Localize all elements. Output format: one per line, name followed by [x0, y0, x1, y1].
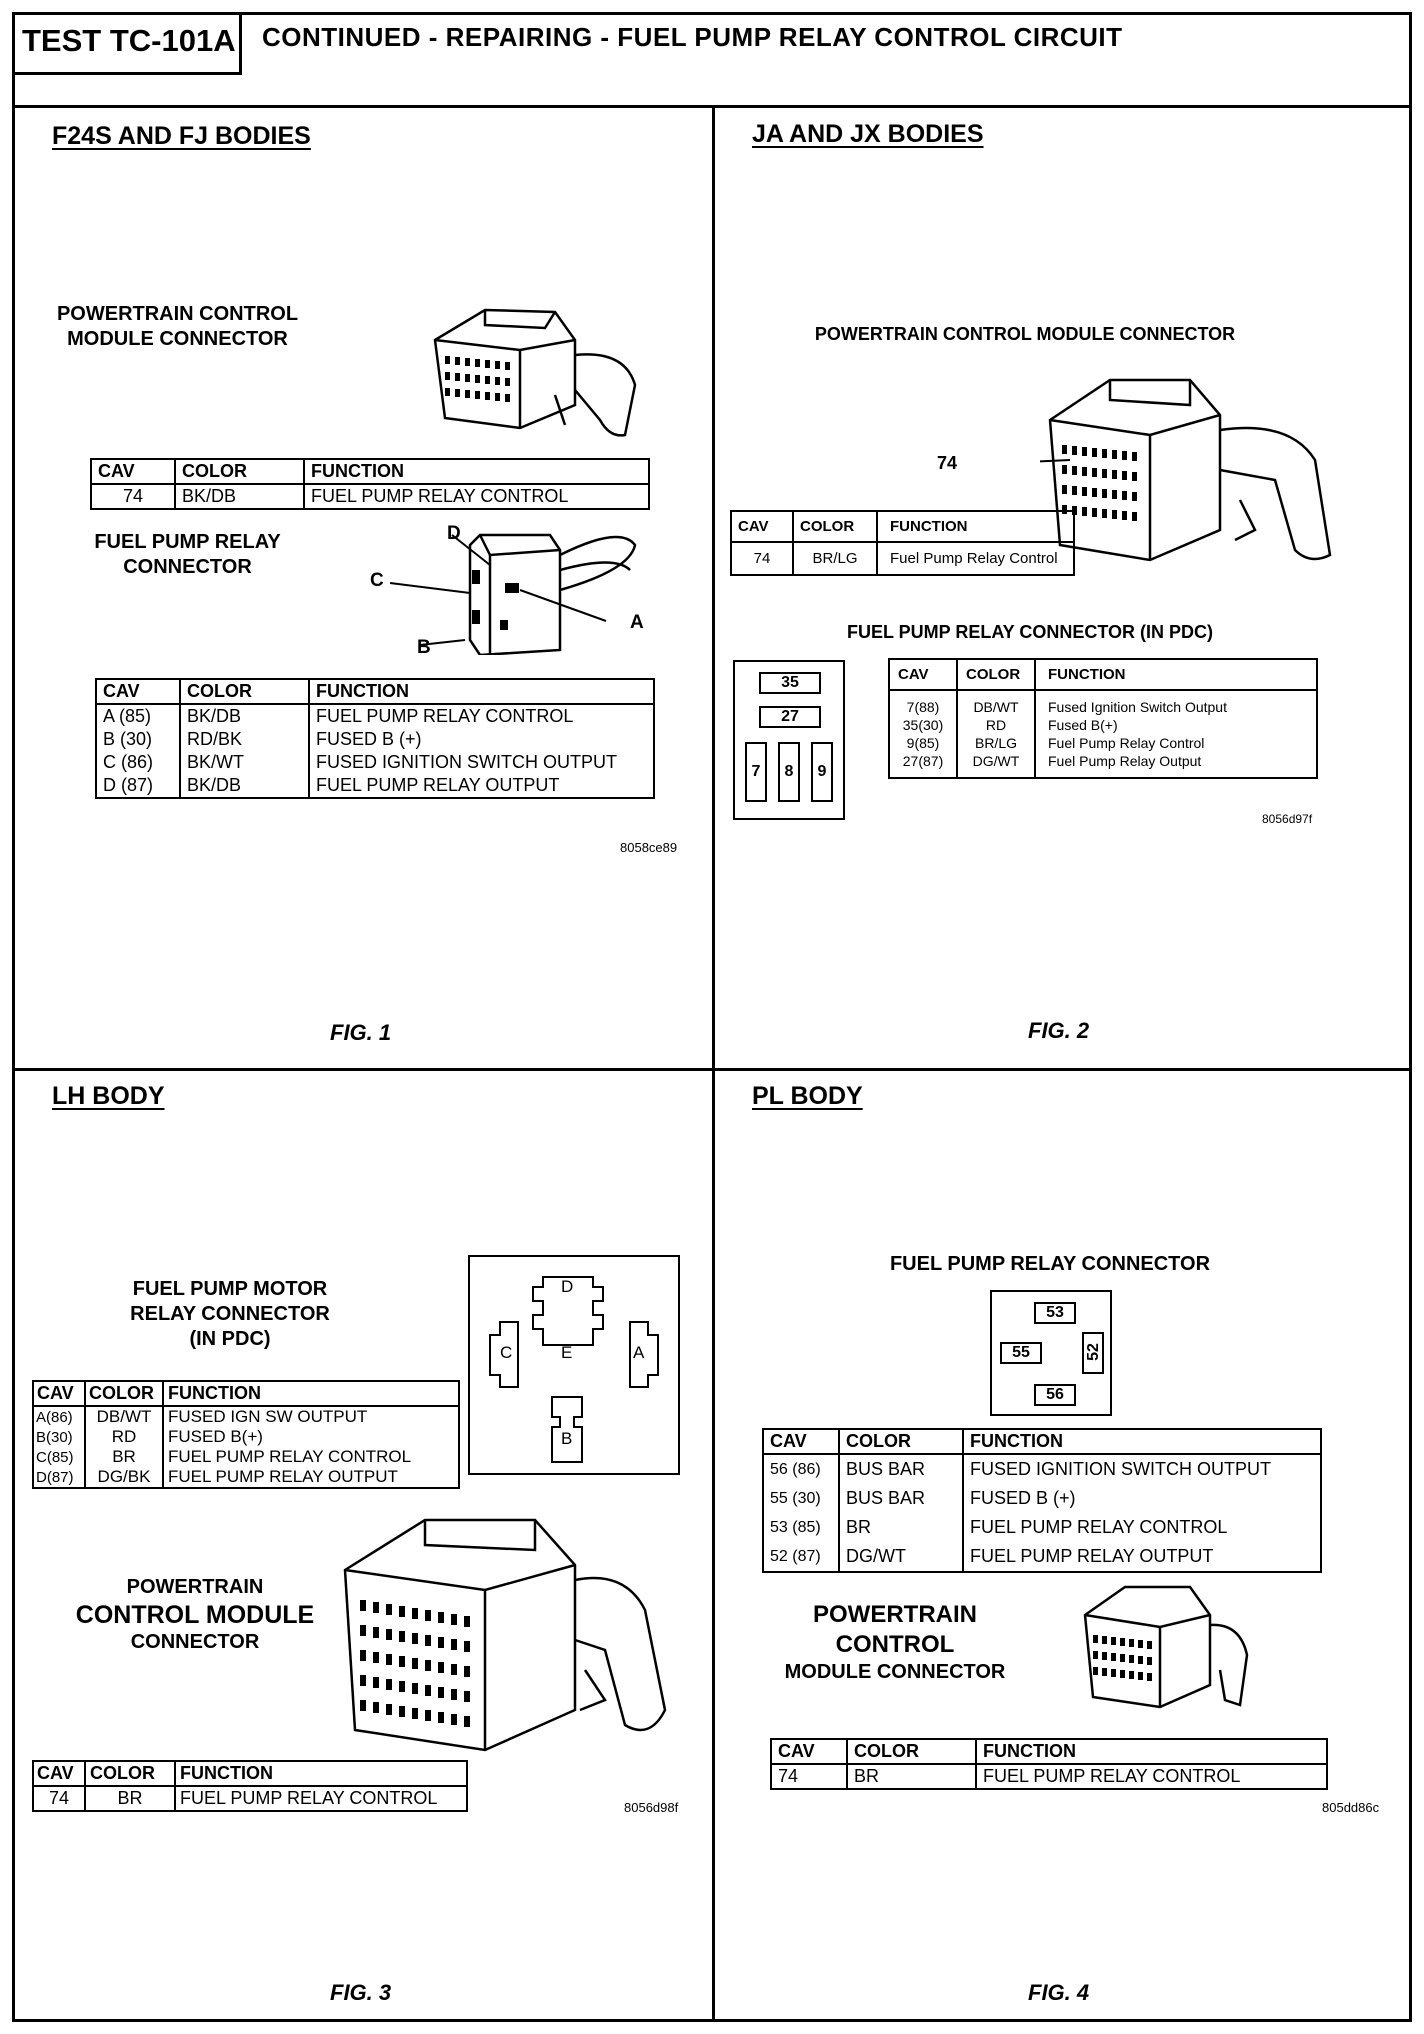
fig2-slot-35: 35: [759, 672, 821, 694]
vertical-divider: [712, 105, 715, 2022]
table-row: 35(30) RD Fused B(+): [888, 716, 1318, 734]
fig2-slot-7: 7: [745, 742, 767, 802]
fig1-pin-c-label: C: [370, 570, 384, 591]
table-row: 7(88) DB/WT Fused Ignition Switch Output: [888, 690, 1318, 716]
table-row: 56 (86) BUS BAR FUSED IGNITION SWITCH OU…: [762, 1454, 1322, 1484]
fig3-pin-b-label: B: [561, 1429, 573, 1448]
table-row: D (87) BK/DB FUEL PUMP RELAY OUTPUT: [95, 774, 655, 799]
table-header-row: CAV COLOR FUNCTION: [762, 1428, 1322, 1455]
table-row: 74 BR FUEL PUMP RELAY CONTROL: [32, 1785, 468, 1812]
table-header-row: CAV COLOR FUNCTION: [888, 658, 1318, 691]
fig2-slot-9: 9: [811, 742, 833, 802]
fig1-pcm-label: POWERTRAIN CONTROL MODULE CONNECTOR: [56, 303, 299, 350]
fig4-slot-55: 55: [1000, 1342, 1042, 1364]
fig2-relay-table: CAV COLOR FUNCTION 7(88) DB/WT Fused Ign…: [888, 658, 1318, 779]
fig2-pcm-label: POWERTRAIN CONTROL MODULE CONNECTOR: [814, 324, 1236, 344]
table-header-row: CAV COLOR FUNCTION: [90, 458, 650, 485]
fig3-relay-table: CAV COLOR FUNCTION A(86) DB/WT FUSED IGN…: [32, 1380, 460, 1489]
header-test-box-bottom: [12, 72, 242, 75]
fig4-slot-52: 52: [1082, 1332, 1104, 1374]
fig2-pin-callout: 74: [937, 453, 958, 473]
fig3-pcm-table: CAV COLOR FUNCTION 74 BR FUEL PUMP RELAY…: [32, 1760, 468, 1812]
fig3-pin-e-label: E: [561, 1343, 573, 1362]
fig3-pin-a-label: A: [633, 1343, 645, 1362]
fig2-caption: FIG. 2: [1028, 1018, 1090, 1043]
fig2-slot-27: 27: [759, 706, 821, 728]
fig1-pin-b-label: B: [417, 637, 431, 658]
fig1-relay-label: FUEL PUMP RELAY CONNECTOR: [94, 531, 281, 578]
table-row: 52 (87) DG/WT FUEL PUMP RELAY OUTPUT: [762, 1542, 1322, 1573]
test-id: TEST TC-101A: [12, 12, 242, 74]
fig1-pin-d-label: D: [447, 523, 461, 544]
fig2-pcm-connector-illustration: [1040, 378, 1332, 562]
fig3-pcm-label: POWERTRAIN CONTROL MODULE CONNECTOR: [75, 1576, 315, 1653]
fig3-section-title: LH BODY: [52, 1082, 165, 1110]
fig2-section-title: JA AND JX BODIES: [752, 120, 984, 148]
fig4-relay-label: FUEL PUMP RELAY CONNECTOR: [889, 1253, 1211, 1275]
fig4-slot-53: 53: [1034, 1302, 1076, 1324]
fig4-relay-table: CAV COLOR FUNCTION 56 (86) BUS BAR FUSED…: [762, 1428, 1322, 1573]
table-row: B(30) RD FUSED B(+): [32, 1427, 460, 1447]
fig1-section-title: F24S AND FJ BODIES: [52, 122, 311, 150]
table-header-row: CAV COLOR FUNCTION: [730, 510, 1075, 543]
fig2-code: 8056d97f: [1262, 812, 1313, 826]
fig3-pin-c-label: C: [500, 1343, 513, 1362]
fig4-pcm-connector-illustration: [1083, 1585, 1249, 1709]
table-header-row: CAV COLOR FUNCTION: [32, 1760, 468, 1787]
fig3-relay-label: FUEL PUMP MOTOR RELAY CONNECTOR (IN PDC): [130, 1278, 330, 1350]
table-row: D(87) DG/BK FUEL PUMP RELAY OUTPUT: [32, 1467, 460, 1489]
fig2-pcm-table: CAV COLOR FUNCTION 74 BR/LG Fuel Pump Re…: [730, 510, 1075, 576]
fig1-pcm-connector-illustration: [433, 308, 637, 437]
fig3-caption: FIG. 3: [330, 1980, 392, 2005]
fig3-relay-pin-diagram: D E C A B: [468, 1255, 680, 1475]
fig2-relay-slot-box: 35 27 7 8 9: [733, 660, 845, 820]
horizontal-divider: [12, 1068, 1412, 1071]
table-row: A(86) DB/WT FUSED IGN SW OUTPUT: [32, 1406, 460, 1427]
table-row: 74 BK/DB FUEL PUMP RELAY CONTROL: [90, 483, 650, 510]
table-row: C(85) BR FUEL PUMP RELAY CONTROL: [32, 1447, 460, 1467]
fig3-pcm-connector-illustration: [343, 1518, 667, 1752]
fig2-slot-8: 8: [778, 742, 800, 802]
fig4-pcm-label: POWERTRAIN CONTROL MODULE CONNECTOR: [784, 1601, 1006, 1683]
table-row: 53 (85) BR FUEL PUMP RELAY CONTROL: [762, 1513, 1322, 1542]
table-row: 74 BR FUEL PUMP RELAY CONTROL: [770, 1763, 1328, 1790]
table-header-row: CAV COLOR FUNCTION: [770, 1738, 1328, 1765]
table-row: B (30) RD/BK FUSED B (+): [95, 728, 655, 751]
table-row: C (86) BK/WT FUSED IGNITION SWITCH OUTPU…: [95, 751, 655, 774]
fig3-code: 8056d98f: [624, 1800, 679, 1815]
table-header-row: CAV COLOR FUNCTION: [95, 678, 655, 705]
fig1-relay-table: CAV COLOR FUNCTION A (85) BK/DB FUEL PUM…: [95, 678, 655, 799]
fig1-pcm-table: CAV COLOR FUNCTION 74 BK/DB FUEL PUMP RE…: [90, 458, 650, 510]
table-header-row: CAV COLOR FUNCTION: [32, 1380, 460, 1407]
fig1-code: 8058ce89: [620, 840, 678, 855]
fig3-pin-outline: [489, 1276, 659, 1463]
fig2-relay-label: FUEL PUMP RELAY CONNECTOR (IN PDC): [846, 622, 1214, 642]
table-row: 55 (30) BUS BAR FUSED B (+): [762, 1484, 1322, 1513]
table-row: 27(87) DG/WT Fuel Pump Relay Output: [888, 752, 1318, 779]
table-row: 9(85) BR/LG Fuel Pump Relay Control: [888, 734, 1318, 752]
fig4-code: 805dd86c: [1322, 1800, 1380, 1815]
fig4-caption: FIG. 4: [1028, 1980, 1090, 2005]
fig4-relay-slot-box: 53 55 52 56: [990, 1290, 1112, 1416]
page-title: CONTINUED - REPAIRING - FUEL PUMP RELAY …: [262, 22, 1123, 52]
fig3-pin-d-label: D: [561, 1277, 574, 1296]
fig4-slot-56: 56: [1034, 1384, 1076, 1406]
fig1-pin-a-label: A: [630, 612, 644, 633]
table-row: 74 BR/LG Fuel Pump Relay Control: [730, 541, 1075, 576]
fig4-pcm-table: CAV COLOR FUNCTION 74 BR FUEL PUMP RELAY…: [770, 1738, 1328, 1790]
fig4-section-title: PL BODY: [752, 1082, 863, 1110]
table-row: A (85) BK/DB FUEL PUMP RELAY CONTROL: [95, 704, 655, 728]
fig1-caption: FIG. 1: [330, 1020, 392, 1045]
fig1-relay-connector-illustration: [389, 533, 637, 655]
